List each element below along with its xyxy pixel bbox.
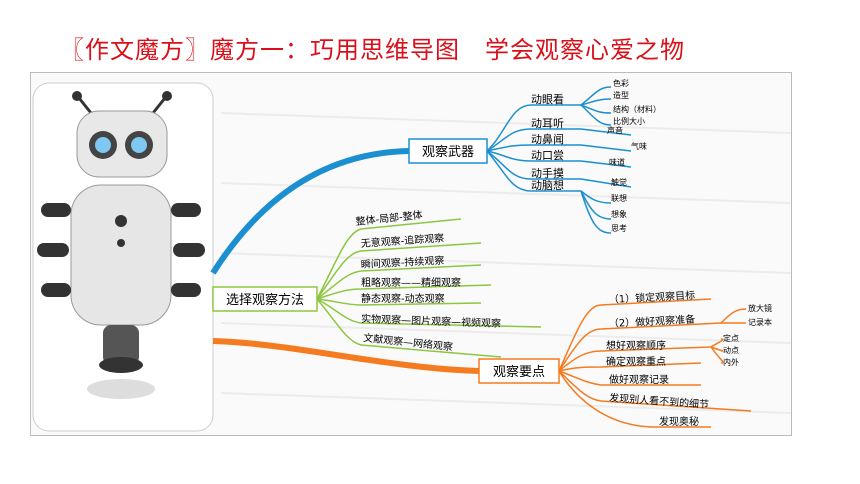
method-whole-part: 整体-局部-整体 [355,208,423,228]
method-static: 静态观察-动态观察 [361,292,445,305]
tool-hand: 动手摸 [531,166,564,180]
leaf-magnifier: 放大镜 [748,303,772,313]
point-order: 想好观察顺序 [606,339,666,352]
branch-observation-tools: 观察武器 动眼看 动耳听 [408,78,661,234]
leaf-shape: 造型 [613,90,629,100]
point-record: 做好观察记录 [609,373,669,386]
background-lines [220,112,791,414]
leaf-notebook: 记录本 [748,317,772,327]
leaf-structure: 结构（材料） [613,104,661,114]
tool-mouth: 动口尝 [531,149,564,162]
mindmap-panel: 观察武器 动眼看 动耳听 [30,72,792,436]
method-unintentional: 无意观察-追踪观察 [360,231,444,250]
point-focus: 确定观察重点 [606,355,666,368]
leaf-touch: 触觉 [611,177,627,187]
leaf-taste: 味道 [609,157,625,167]
branch-observation-points: 观察要点 （1）锁定观察目标 （2）做好观察准备 想好观察顺序 确定观察重点 做… [478,288,772,428]
leaf-fixed-point: 定点 [723,333,739,343]
leaf-inside-outside: 内外 [723,357,739,367]
leaf-size: 比例大小 [613,116,645,126]
point-prepare: （2）做好观察准备 [608,312,695,330]
leaf-thinking: 思考 [611,224,627,233]
tool-brain: 动脑想 [531,178,564,192]
leaf-association: 联想 [611,193,627,203]
point-target: （1）锁定观察目标 [608,288,695,306]
leaf-smell: 气味 [631,141,647,151]
method-literature: 文献观察—网络观察 [363,331,454,353]
point-mystery: 发现奥秘 [659,415,699,428]
branch1-label: 观察武器 [422,145,474,160]
method-rough: 粗略观察——精细观察 [361,276,461,289]
branch2-label: 选择观察方法 [226,292,304,308]
method-object: 实物观察—图片观察—视频观察 [361,312,501,330]
leaf-sound: 声音 [607,125,623,135]
page-title: 〖作文魔方〗魔方一：巧用思维导图 学会观察心爱之物 [60,36,685,64]
tool-ear: 动耳听 [531,117,564,130]
tool-eye: 动眼看 [531,92,564,106]
leaf-color: 色彩 [613,78,629,88]
leaf-imagination: 想象 [611,209,627,219]
mindmap-svg: 观察武器 动眼看 动耳听 [32,78,791,432]
leaf-moving-point: 动点 [723,345,739,355]
branch-observation-methods: 选择观察方法 整体-局部-整体 无意观察-追踪观察 瞬间观察-持续观察 粗略观察… [212,208,542,358]
tool-nose: 动鼻闻 [531,132,564,146]
robot-illustration [32,82,214,432]
branch3-label: 观察要点 [493,365,545,380]
method-instant: 瞬间观察-持续观察 [360,254,444,271]
